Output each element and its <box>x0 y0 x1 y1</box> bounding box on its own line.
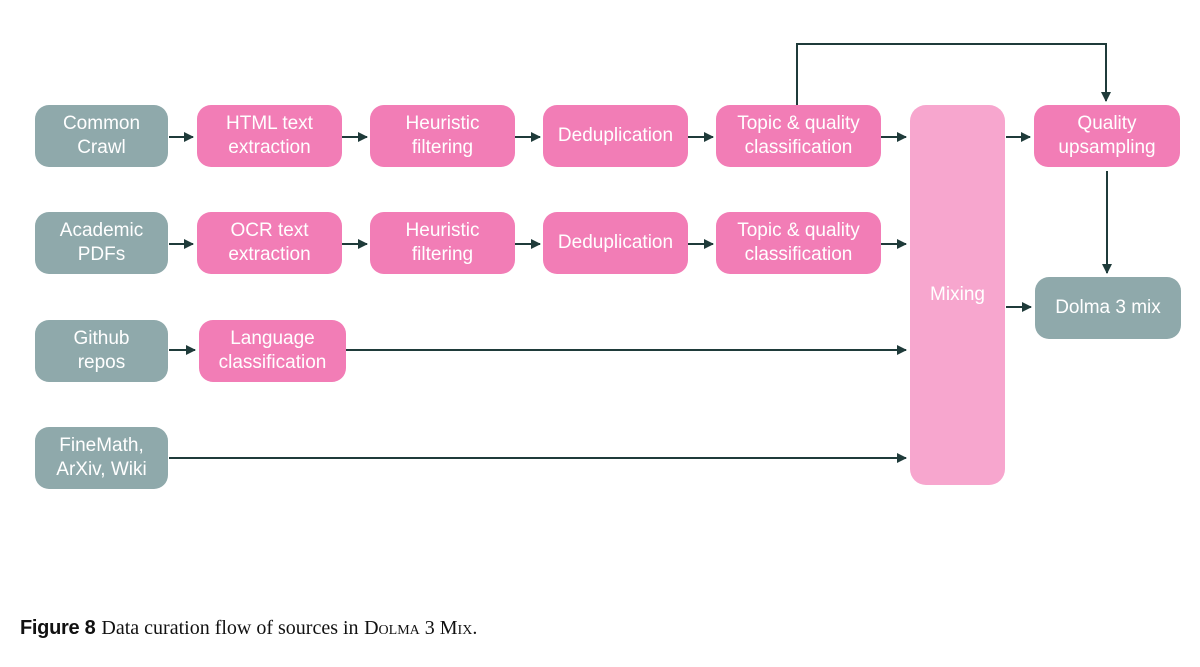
caption-end: . <box>472 617 478 639</box>
node-language-classification: Language classification <box>199 320 346 382</box>
node-heuristic-filtering-2: Heuristic filtering <box>370 212 515 274</box>
node-github-repos: Github repos <box>35 320 168 382</box>
node-ocr-text-extraction: OCR text extraction <box>197 212 342 274</box>
node-dolma-3-mix: Dolma 3 mix <box>1035 277 1181 339</box>
node-deduplication-2: Deduplication <box>543 212 688 274</box>
node-academic-pdfs: Academic PDFs <box>35 212 168 274</box>
arrow-topic1-to-upsampling <box>796 43 1111 105</box>
node-topic-quality-classification-1: Topic & quality classification <box>716 105 881 167</box>
node-topic-quality-classification-2: Topic & quality classification <box>716 212 881 274</box>
caption-text: Data curation flow of sources in <box>101 617 359 639</box>
node-deduplication-1: Deduplication <box>543 105 688 167</box>
caption-label: Figure 8 <box>20 617 96 639</box>
node-quality-upsampling: Quality upsampling <box>1034 105 1180 167</box>
node-common-crawl: Common Crawl <box>35 105 168 167</box>
caption-smallcaps: Dolma 3 Mix <box>364 617 473 639</box>
node-finemath-arxiv-wiki: FineMath, ArXiv, Wiki <box>35 427 168 489</box>
node-mixing: Mixing <box>910 105 1005 485</box>
node-html-text-extraction: HTML text extraction <box>197 105 342 167</box>
node-heuristic-filtering-1: Heuristic filtering <box>370 105 515 167</box>
